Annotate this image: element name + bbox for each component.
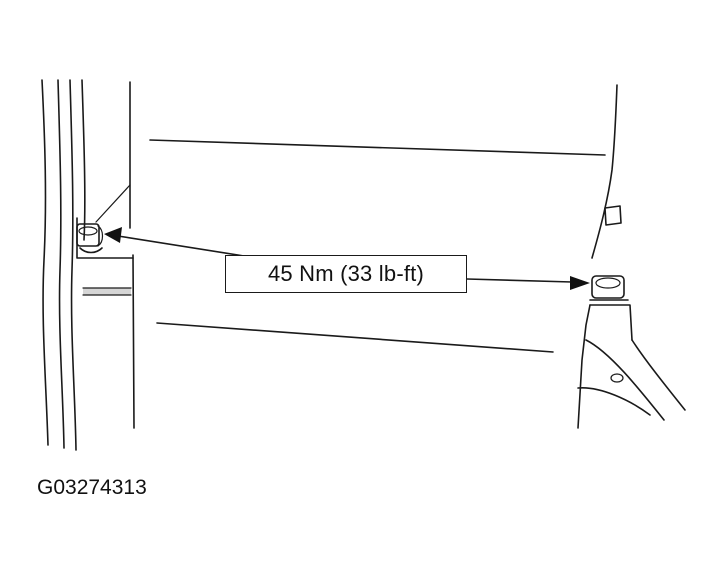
left-frame-rail [41, 79, 86, 451]
left-bolt-icon [76, 223, 104, 254]
right-bolt-icon [589, 275, 629, 301]
right-frame [577, 84, 686, 429]
leader-left [104, 227, 245, 257]
leader-right [466, 276, 590, 290]
figure-id: G03274313 [37, 476, 147, 499]
torque-callout-label: 45 Nm (33 lb-ft) [225, 255, 467, 293]
center-body [149, 139, 606, 353]
left-bracket [76, 81, 135, 429]
